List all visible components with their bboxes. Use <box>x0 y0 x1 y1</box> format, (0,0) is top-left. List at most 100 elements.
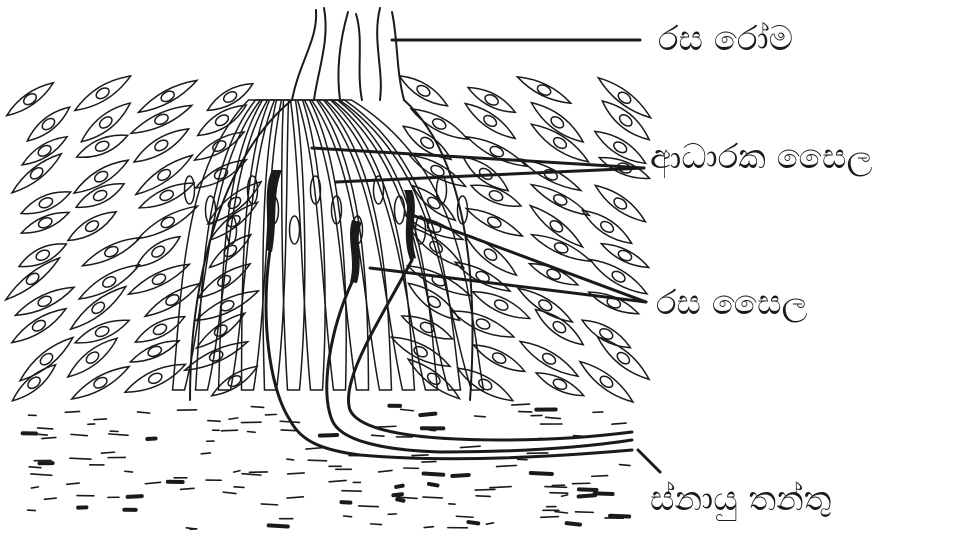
connective-speck <box>261 504 277 505</box>
connective-speck <box>612 423 626 424</box>
connective-speck <box>422 462 436 463</box>
cell-nucleus <box>616 90 633 106</box>
connective-speck <box>452 475 468 476</box>
connective-speck <box>620 465 630 466</box>
connective-speck <box>592 476 608 477</box>
epithelium-right <box>388 70 654 407</box>
epithelial-cell <box>122 358 189 399</box>
epithelial-cell <box>465 82 518 118</box>
connective-speck <box>67 483 79 484</box>
connective-speck <box>423 497 442 498</box>
cell-nucleus <box>156 167 173 182</box>
cell-nucleus <box>617 248 634 262</box>
connective-speck <box>475 416 486 417</box>
epithelial-cell <box>18 186 73 221</box>
epithelial-cell <box>515 72 573 108</box>
epithelial-cell <box>8 360 59 406</box>
cell-nucleus <box>491 351 508 365</box>
connective-speck <box>234 487 244 488</box>
cell-nucleus <box>395 196 405 224</box>
connective-speck <box>137 412 149 413</box>
connective-speck <box>269 525 288 526</box>
connective-speck <box>221 430 237 431</box>
epithelial-cell <box>73 177 128 214</box>
connective-speck <box>29 467 41 468</box>
cell-nucleus <box>426 371 443 387</box>
connective-speck <box>101 452 114 453</box>
epithelial-cell <box>464 132 529 172</box>
leader-supporting-1 <box>312 148 644 168</box>
connective-speck <box>610 516 629 517</box>
cell-nucleus <box>93 169 110 184</box>
cell-nucleus <box>552 377 569 391</box>
cell-nucleus <box>84 350 101 366</box>
connective-speck <box>251 407 263 408</box>
epithelial-cell <box>69 361 133 404</box>
connective-speck <box>147 438 155 439</box>
cell-nucleus <box>598 374 615 390</box>
epithelial-cell <box>136 75 200 118</box>
epithelial-cell <box>396 70 451 112</box>
epithelial-cell <box>66 281 130 334</box>
connective-speck <box>242 474 261 475</box>
epithelial-cell <box>19 207 72 239</box>
cell-nucleus <box>147 344 163 358</box>
connective-speck <box>281 430 297 431</box>
connective-speck <box>512 404 530 405</box>
connective-speck <box>287 459 294 460</box>
label-gustatory-cells: රස සෛල <box>656 286 808 320</box>
cell-nucleus <box>159 215 176 230</box>
connective-speck <box>94 419 106 420</box>
connective-speck <box>186 528 195 529</box>
cell-nucleus <box>415 83 432 98</box>
connective-speck <box>44 498 56 499</box>
cell-nucleus <box>103 245 120 259</box>
cell-nucleus <box>483 93 500 107</box>
connective-speck <box>397 499 403 500</box>
connective-speck <box>223 492 236 493</box>
connective-speck <box>555 512 568 513</box>
connective-speck <box>429 430 435 431</box>
connective-speck <box>31 474 52 475</box>
connective-speck <box>33 434 47 435</box>
connective-speck <box>579 489 597 490</box>
cell-nucleus <box>548 218 565 234</box>
cell-nucleus <box>615 350 632 366</box>
connective-speck <box>201 453 210 454</box>
connective-speck <box>359 506 379 507</box>
cell-nucleus <box>31 318 48 333</box>
epithelial-cell <box>8 149 65 197</box>
connective-speck <box>342 491 361 492</box>
connective-speck <box>145 482 160 483</box>
epithelial-cell <box>16 332 78 386</box>
connective-speck <box>248 432 256 433</box>
connective-speck <box>412 455 428 456</box>
label-supporting-cells: ආධාරක සෛල <box>650 140 872 174</box>
epithelial-cell <box>579 314 634 353</box>
epithelial-cell <box>77 97 135 147</box>
cell-nucleus <box>159 89 176 104</box>
connective-speck <box>71 434 87 435</box>
connective-speck <box>371 524 382 525</box>
cell-nucleus <box>536 83 553 97</box>
cell-nucleus <box>37 216 53 230</box>
cell-nucleus <box>542 168 559 182</box>
connective-speck <box>546 417 561 418</box>
cell-nucleus <box>22 91 39 106</box>
connective-speck <box>125 471 133 472</box>
epithelial-cell <box>599 239 651 273</box>
connective-speck <box>329 480 346 481</box>
connective-speck <box>308 460 326 461</box>
connective-speck <box>401 409 414 410</box>
cell-nucleus <box>482 113 499 128</box>
cell-nucleus <box>164 293 181 308</box>
epithelial-cell <box>19 132 70 170</box>
connective-speck <box>456 516 473 517</box>
epithelial-cell <box>587 287 641 319</box>
epithelial-cell <box>142 279 202 322</box>
connective-speck <box>287 497 303 498</box>
label-nerve-fibres: ස්නායු තන්තු <box>650 482 831 516</box>
connective-speck <box>341 502 350 503</box>
connective-speck <box>376 426 396 427</box>
